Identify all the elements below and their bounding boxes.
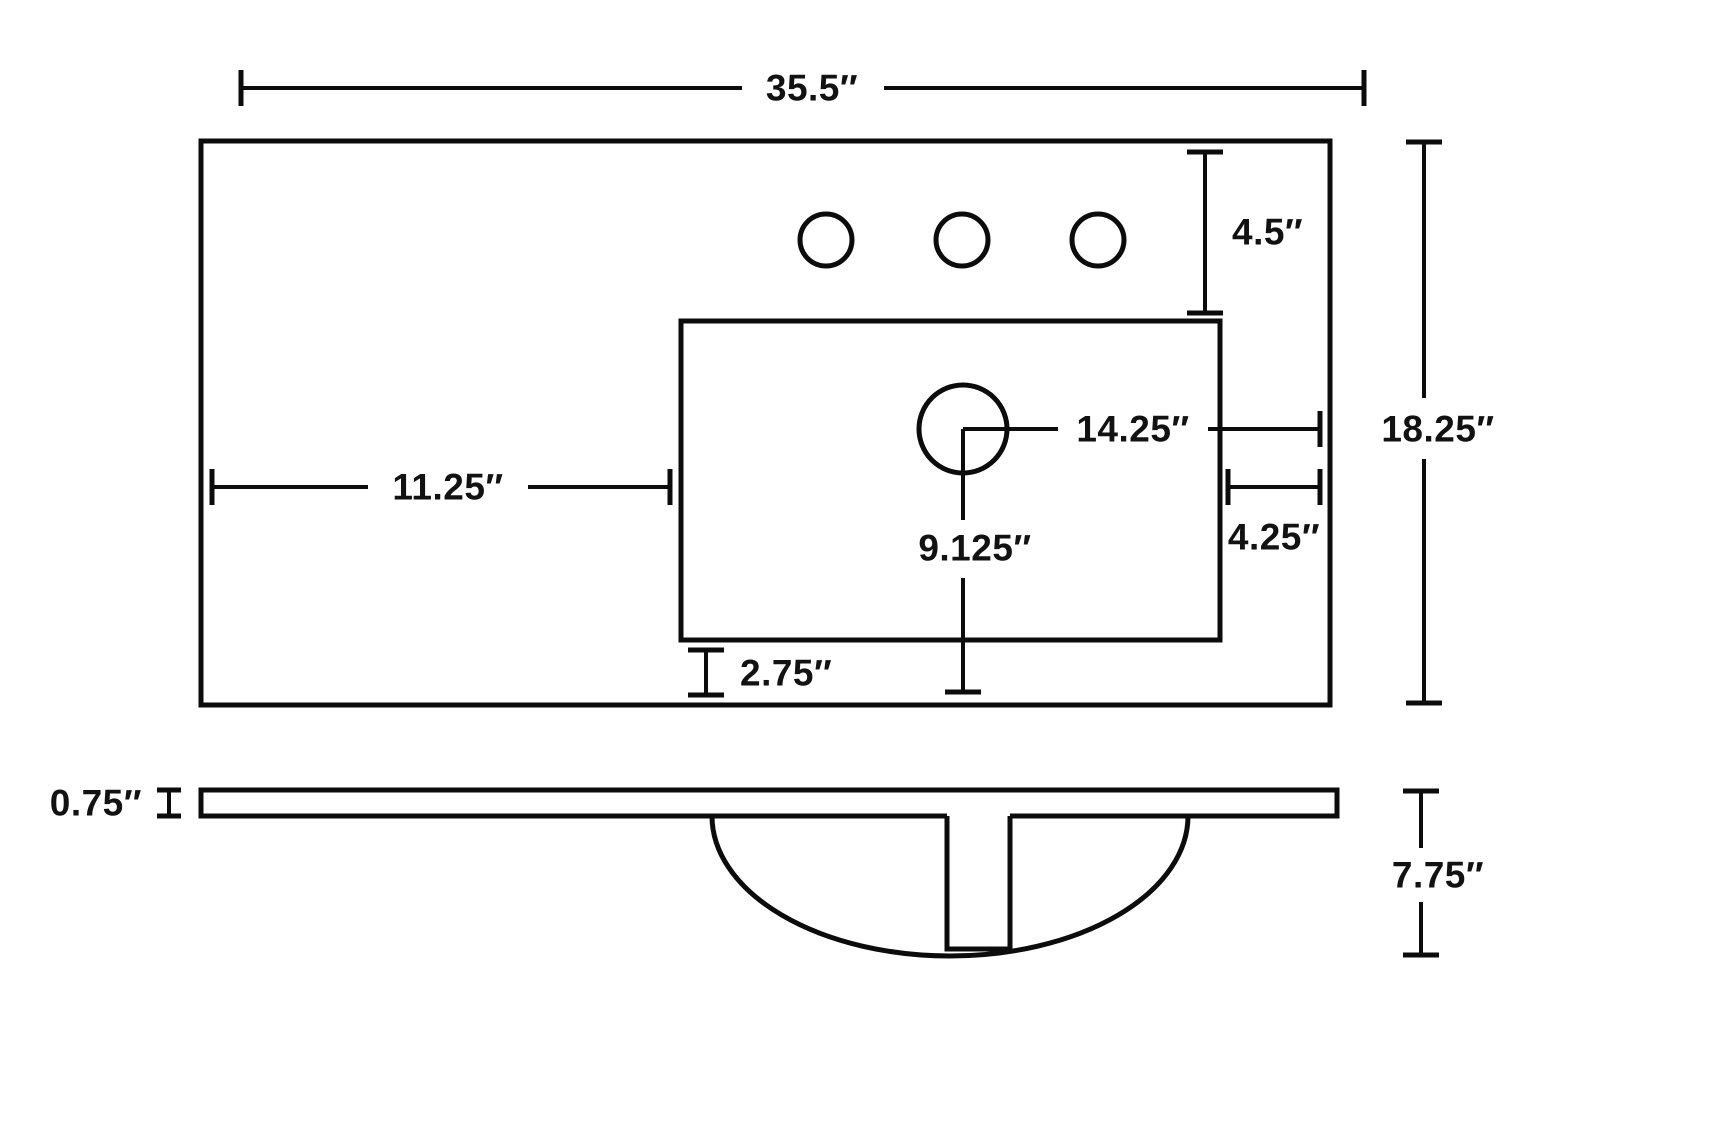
- dim-overall-depth: 18.25″: [1381, 139, 1494, 706]
- dim-label-holes-offset: 4.5″: [1232, 212, 1303, 253]
- faucet-hole-center: [933, 211, 991, 269]
- dim-label-top-thickness: 0.75″: [50, 783, 142, 824]
- dim-label-basin-from-left: 11.25″: [392, 467, 503, 508]
- countertop-slab: [198, 787, 1340, 819]
- dim-holes-offset: 4.5″: [1187, 149, 1303, 316]
- drain-pipe-fill: [947, 813, 1010, 949]
- faucet-hole-left: [797, 211, 855, 269]
- plan-view: [198, 138, 1333, 708]
- dim-drain-to-right: 14.25″: [963, 409, 1323, 450]
- dim-top-thickness: 0.75″: [50, 783, 181, 824]
- dim-overall-height: 7.75″: [1392, 788, 1484, 958]
- countertop-outline: [198, 138, 1333, 708]
- basin-outline: [678, 318, 1223, 643]
- dim-label-drain-to-front: 9.125″: [918, 528, 1031, 569]
- dim-drain-to-front: 9.125″: [918, 429, 1031, 695]
- dim-label-overall-height: 7.75″: [1392, 855, 1484, 896]
- dim-label-overall-depth: 18.25″: [1381, 409, 1494, 450]
- dim-label-drain-to-right: 14.25″: [1076, 409, 1189, 450]
- drain-pipe-outline: [944, 816, 1013, 952]
- dim-basin-from-left: 11.25″: [209, 467, 673, 508]
- faucet-hole-right: [1069, 211, 1127, 269]
- dim-basin-to-front: 2.75″: [688, 647, 832, 698]
- dim-label-basin-to-right: 4.25″: [1228, 517, 1320, 558]
- dim-basin-to-right: 4.25″: [1225, 469, 1323, 558]
- dim-overall-width: 35.5″: [238, 68, 1367, 109]
- dim-label-basin-to-front: 2.75″: [740, 653, 832, 694]
- basin-bowl-profile: [709, 815, 1191, 959]
- side-view: [198, 787, 1340, 959]
- dim-label-overall-width: 35.5″: [766, 68, 858, 109]
